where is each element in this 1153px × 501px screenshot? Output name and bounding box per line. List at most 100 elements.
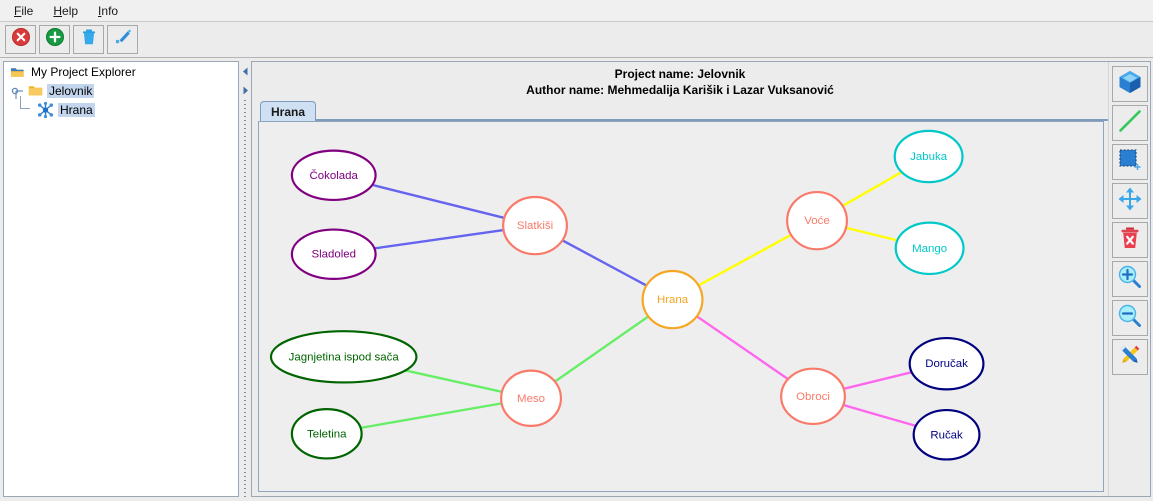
graph-node[interactable]: Ručak — [912, 409, 981, 461]
graph-node[interactable]: Mango — [894, 221, 965, 276]
collapse-left-icon[interactable] — [242, 63, 249, 81]
trash-can-icon — [79, 27, 99, 52]
graph-node-shape[interactable] — [290, 408, 363, 460]
red-x-circle-icon — [11, 27, 31, 52]
graph-edge[interactable] — [405, 369, 503, 393]
tab-bar-filler — [316, 119, 1108, 121]
pen-edit-icon — [113, 27, 133, 52]
graph-node-shape[interactable] — [269, 330, 418, 384]
graph-node[interactable]: Obroci — [780, 367, 847, 425]
graph-node[interactable]: Meso — [500, 369, 563, 427]
graph-node-shape[interactable] — [908, 336, 985, 391]
graph-node-label: Mango — [912, 243, 947, 255]
folder-open-icon — [10, 65, 25, 79]
delete-project-button[interactable] — [5, 25, 36, 54]
tools-button[interactable] — [1111, 339, 1148, 375]
graph-node-label: Čokolada — [310, 169, 359, 182]
trash-button[interactable] — [73, 25, 104, 54]
graph-node-label: Teletina — [307, 428, 347, 440]
graph-node[interactable]: Jagnjetina ispod sača — [269, 330, 418, 384]
add-node-cube-button[interactable] — [1111, 66, 1148, 102]
tree-root-row[interactable]: My Project Explorer — [4, 62, 238, 81]
graph-node[interactable]: Sladoled — [290, 228, 377, 280]
select-area-button[interactable] — [1111, 144, 1148, 180]
menu-info-label: nfo — [101, 3, 119, 18]
delete-button[interactable] — [1111, 222, 1148, 258]
graph-node-shape[interactable] — [502, 195, 569, 256]
zoom-in-button[interactable] — [1111, 261, 1148, 297]
graph-edge[interactable] — [371, 183, 505, 220]
graph-edge[interactable] — [360, 402, 502, 430]
graph-node[interactable]: Teletina — [290, 408, 363, 460]
tree-root-label: My Project Explorer — [31, 64, 136, 79]
graph-star-icon — [37, 101, 54, 118]
collapse-right-icon[interactable] — [242, 82, 249, 100]
graph-edge[interactable] — [842, 403, 917, 428]
main-toolbar — [0, 22, 1153, 58]
add-edge-button[interactable] — [1111, 105, 1148, 141]
menu-file-label: ile — [21, 3, 34, 18]
graph-node-shape[interactable] — [894, 221, 965, 276]
add-project-button[interactable] — [39, 25, 70, 54]
menu-bar: File Help Info — [0, 0, 1153, 22]
graph-node-label: Voće — [804, 215, 829, 227]
graph-edges-layer — [360, 171, 917, 430]
graph-node-shape[interactable] — [893, 129, 964, 184]
red-trash-x-icon — [1117, 225, 1143, 256]
graph-edge[interactable] — [842, 171, 903, 207]
graph-node-shape[interactable] — [290, 228, 377, 280]
graph-node-shape[interactable] — [290, 149, 377, 202]
graph-edge[interactable] — [554, 315, 650, 383]
tree-node-hrana[interactable]: Hrana — [4, 96, 238, 119]
menu-info[interactable]: Info — [98, 3, 119, 18]
project-name-line: Project name: Jelovnik — [614, 67, 746, 81]
graph-edge[interactable] — [843, 371, 913, 390]
graph-node-label: Doručak — [925, 358, 968, 370]
graph-edge[interactable] — [374, 228, 504, 250]
tab-bar: Hrana — [252, 100, 1108, 121]
graph-node-label: Obroci — [796, 391, 830, 403]
green-line-icon — [1117, 108, 1143, 139]
graph-node[interactable]: Slatkiši — [502, 195, 569, 256]
four-way-arrows-icon — [1117, 186, 1143, 217]
graph-tools-toolbar — [1108, 62, 1150, 496]
graph-node-shape[interactable] — [786, 190, 849, 251]
graph-node-shape[interactable] — [780, 367, 847, 425]
body-split-pane: My Project Explorer Jelovnik — [0, 58, 1153, 501]
graph-node-shape[interactable] — [641, 269, 704, 330]
graph-node-label: Slatkiši — [517, 220, 553, 232]
graph-edge[interactable] — [845, 226, 898, 242]
blue-cube-icon — [1117, 69, 1143, 100]
graph-edge[interactable] — [561, 239, 648, 287]
tree-node-jelovnik[interactable]: Jelovnik — [4, 81, 238, 100]
graph-node-shape[interactable] — [912, 409, 981, 461]
tree-node-label-hrana: Hrana — [58, 102, 95, 117]
menu-help-label: elp — [62, 3, 79, 18]
project-explorer-panel: My Project Explorer Jelovnik — [3, 61, 239, 497]
zoom-out-button[interactable] — [1111, 300, 1148, 336]
split-pane-divider[interactable] — [239, 58, 251, 501]
graph-node-shape[interactable] — [500, 369, 563, 427]
tab-hrana[interactable]: Hrana — [260, 101, 317, 121]
graph-node[interactable]: Doručak — [908, 336, 985, 391]
graph-node[interactable]: Čokolada — [290, 149, 377, 202]
graph-node-label: Hrana — [657, 294, 689, 306]
graph-node-label: Jagnjetina ispod sača — [289, 351, 400, 363]
expand-handle-icon[interactable] — [11, 83, 25, 99]
graph-node[interactable]: Hrana — [641, 269, 704, 330]
edit-pen-button[interactable] — [107, 25, 138, 54]
graph-node[interactable]: Voće — [786, 190, 849, 251]
graph-node-label: Meso — [517, 393, 545, 405]
graph-node-label: Sladoled — [311, 249, 356, 261]
graph-edge[interactable] — [697, 233, 792, 287]
editor-content: Project name: Jelovnik Author name: Mehm… — [252, 62, 1108, 496]
menu-file[interactable]: File — [14, 3, 34, 18]
move-button[interactable] — [1111, 183, 1148, 219]
menu-help[interactable]: Help — [53, 3, 79, 18]
graph-node[interactable]: Jabuka — [893, 129, 964, 184]
graph-edge[interactable] — [696, 315, 789, 381]
